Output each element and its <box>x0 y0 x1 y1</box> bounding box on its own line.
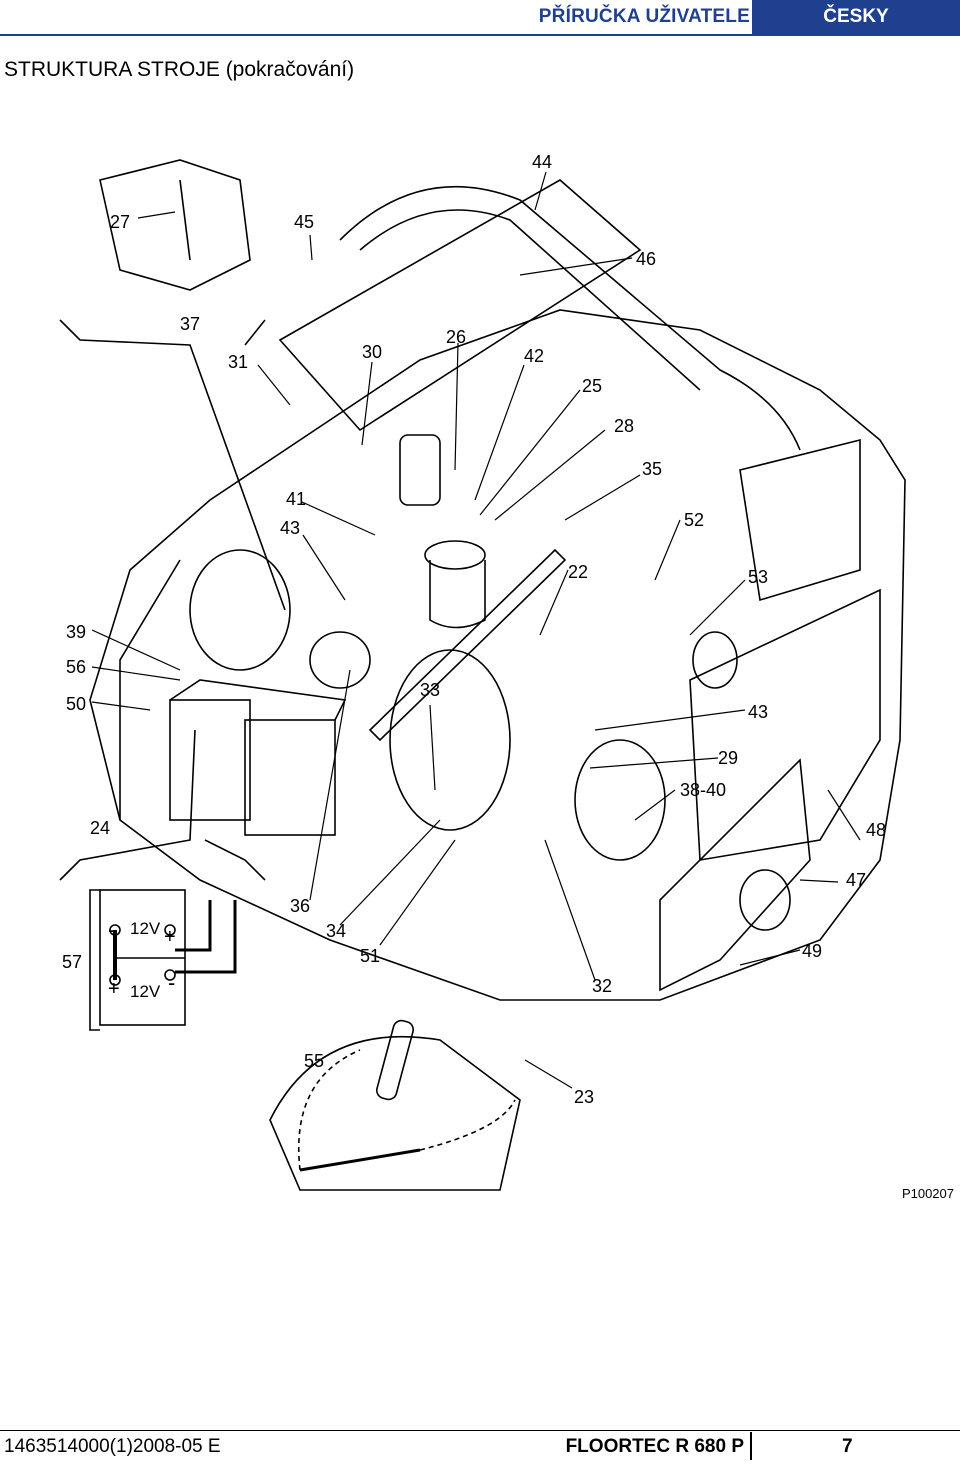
callout-41: 41 <box>286 489 306 509</box>
callout-36: 36 <box>290 896 310 916</box>
page-number: 7 <box>842 1436 853 1457</box>
callout-34: 34 <box>326 921 346 941</box>
callout-39: 39 <box>66 622 86 642</box>
battery-bottom-voltage: 12V <box>130 982 161 1001</box>
callout-43: 43 <box>280 518 300 538</box>
callout-55: 55 <box>304 1051 324 1071</box>
callout-32: 32 <box>592 976 612 996</box>
footer-rule <box>0 1430 960 1431</box>
battery-top-voltage: 12V <box>130 919 161 938</box>
battery-diagram-labels: - 12V + + 12V - <box>108 917 176 1001</box>
callout-44: 44 <box>532 152 552 172</box>
callout-24: 24 <box>90 818 110 838</box>
callout-42: 42 <box>524 346 544 366</box>
machine-drawing <box>59 159 906 1191</box>
callout-57: 57 <box>62 952 82 972</box>
callout-43b: 43 <box>748 702 768 722</box>
callout-25: 25 <box>582 376 602 396</box>
callout-53: 53 <box>748 567 768 587</box>
callout-leaders <box>91 171 861 1089</box>
figure-id: P100207 <box>901 1186 954 1201</box>
callout-50: 50 <box>66 694 86 714</box>
battery-top-minus: - <box>108 917 115 942</box>
callout-45: 45 <box>294 212 314 232</box>
callout-labels: 44 27 45 46 37 31 30 26 42 25 28 35 41 4… <box>62 152 886 1107</box>
callout-22: 22 <box>568 562 588 582</box>
callout-51: 51 <box>360 946 380 966</box>
doc-number: 1463514000(1)2008-05 E <box>4 1436 221 1457</box>
callout-29: 29 <box>718 748 738 768</box>
footer-separator <box>750 1432 752 1460</box>
language-badge: ČESKY <box>752 0 960 34</box>
callout-27: 27 <box>110 212 130 232</box>
callout-28: 28 <box>614 416 634 436</box>
callout-56: 56 <box>66 657 86 677</box>
callout-33: 33 <box>420 680 440 700</box>
callout-35: 35 <box>642 459 662 479</box>
battery-bottom-plus: + <box>108 978 120 1000</box>
callout-37: 37 <box>180 314 200 334</box>
callout-31: 31 <box>228 352 248 372</box>
callout-38-40: 38-40 <box>680 780 726 800</box>
callout-48: 48 <box>866 820 886 840</box>
callout-47: 47 <box>846 870 866 890</box>
callout-52: 52 <box>684 510 704 530</box>
callout-26: 26 <box>446 327 466 347</box>
machine-structure-figure: 44 27 45 46 37 31 30 26 42 25 28 35 41 4… <box>0 140 960 1210</box>
header-rule <box>0 34 960 36</box>
battery-bottom-minus: - <box>168 970 175 995</box>
model-name: FLOORTEC R 680 P <box>565 1436 744 1457</box>
callout-46: 46 <box>636 249 656 269</box>
callout-23: 23 <box>574 1087 594 1107</box>
callout-49: 49 <box>802 941 822 961</box>
battery-top-plus: + <box>164 926 176 948</box>
callout-30: 30 <box>362 342 382 362</box>
manual-title: PŘÍRUČKA UŽIVATELE <box>538 6 750 27</box>
section-title: STRUKTURA STROJE (pokračování) <box>4 58 355 81</box>
